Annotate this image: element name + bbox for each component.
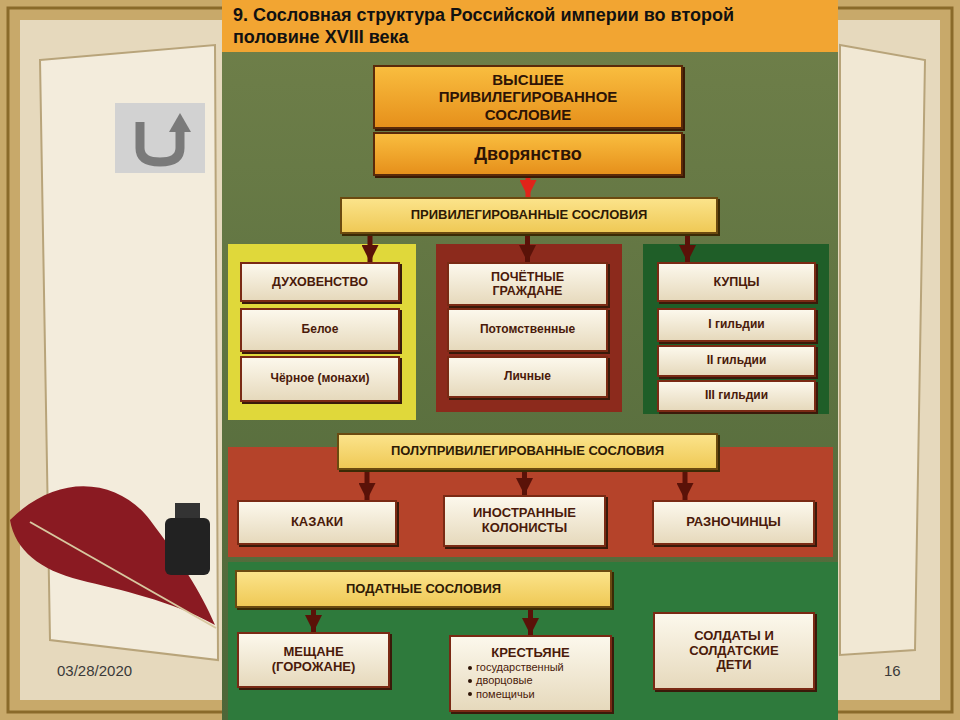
estate-box: МЕЩАНЕ (ГОРОЖАНЕ): [237, 632, 390, 688]
text-row: помещичьи: [468, 688, 593, 701]
text-row: ВЫСШЕЕ ПРИВИЛЕГИРОВАННОЕ СОСЛОВИЕ: [413, 71, 643, 123]
box-label: ДУХОВЕНСТВО: [272, 275, 368, 289]
slide-title: 9. Сословная структура Российской импери…: [233, 5, 803, 48]
list-item: государственный: [476, 661, 564, 674]
box-label: КУПЦЫ: [713, 275, 759, 289]
old-paper: [840, 45, 925, 655]
bullet-dot: [468, 692, 472, 696]
slide-date: 03/28/2020: [57, 662, 132, 679]
text-row: РАЗНОЧИНЦЫ: [686, 515, 781, 530]
box-label: II гильдии: [707, 354, 767, 368]
text-row: ПРИВИЛЕГИРОВАННЫЕ СОСЛОВИЯ: [411, 208, 648, 223]
estate-box: ВЫСШЕЕ ПРИВИЛЕГИРОВАННОЕ СОСЛОВИЕ: [373, 65, 683, 129]
box-label: МЕЩАНЕ (ГОРОЖАНЕ): [259, 645, 369, 675]
back-arrow-head: [169, 113, 191, 132]
text-row: Потомственные: [480, 323, 575, 337]
text-row: III гильдии: [705, 389, 768, 403]
estate-box: ПОЧЁТНЫЕ ГРАЖДАНЕ: [447, 262, 608, 306]
text-row: Дворянство: [474, 144, 581, 165]
box-label: ИНОСТРАННЫЕ КОЛОНИСТЫ: [457, 506, 592, 536]
text-row: ПОДАТНЫЕ СОСЛОВИЯ: [346, 582, 501, 597]
title-banner: [222, 0, 838, 52]
text-row: I гильдии: [708, 318, 764, 332]
text-row: КУПЦЫ: [713, 275, 759, 289]
estate-box: Белое: [240, 308, 400, 352]
text-row: дворцовые: [468, 674, 593, 687]
arrow-connector: [365, 470, 370, 500]
estate-box: Дворянство: [373, 132, 683, 176]
text-row: Личные: [504, 370, 551, 384]
box-label: ВЫСШЕЕ ПРИВИЛЕГИРОВАННОЕ СОСЛОВИЕ: [413, 71, 643, 123]
group-panel: [643, 244, 829, 414]
box-label: III гильдии: [705, 389, 768, 403]
arrow-connector: [525, 234, 530, 262]
text-row: МЕЩАНЕ (ГОРОЖАНЕ): [259, 645, 369, 675]
estate-box: ДУХОВЕНСТВО: [240, 262, 400, 302]
arrow-connector: [683, 470, 688, 500]
estate-box: ИНОСТРАННЫЕ КОЛОНИСТЫ: [443, 495, 606, 547]
box-label: КРЕСТЬЯНЕ: [491, 646, 570, 661]
text-row: Чёрное (монахи): [270, 372, 369, 386]
list-item: помещичьи: [476, 688, 535, 701]
arrow-connector: [368, 234, 373, 262]
box-label: РАЗНОЧИНЦЫ: [686, 515, 781, 530]
text-row: ПОЛУПРИВИЛЕГИРОВАННЫЕ СОСЛОВИЯ: [391, 444, 664, 459]
arrow-connector: [528, 608, 533, 635]
list-item: дворцовые: [476, 674, 533, 687]
estate-box: III гильдии: [657, 380, 816, 412]
group-header: ПОДАТНЫЕ СОСЛОВИЯ: [235, 570, 612, 608]
estate-box: КУПЦЫ: [657, 262, 816, 302]
box-label: Дворянство: [474, 144, 581, 165]
text-row: ПОЧЁТНЫЕ ГРАЖДАНЕ: [468, 270, 588, 299]
box-label: Чёрное (монахи): [270, 372, 369, 386]
text-row: ДУХОВЕНСТВО: [272, 275, 368, 289]
estate-box: КРЕСТЬЯНЕгосударственныйдворцовыепомещич…: [449, 635, 612, 712]
bullet-dot: [468, 679, 472, 683]
box-label: ПРИВИЛЕГИРОВАННЫЕ СОСЛОВИЯ: [411, 208, 648, 223]
text-row: СОЛДАТЫ И СОЛДАТСКИЕ ДЕТИ: [672, 629, 797, 674]
arrow-connector: [522, 470, 527, 495]
box-label: I гильдии: [708, 318, 764, 332]
arrow-connector: [311, 608, 316, 632]
box-label: ПОДАТНЫЕ СОСЛОВИЯ: [346, 582, 501, 597]
estate-box: СОЛДАТЫ И СОЛДАТСКИЕ ДЕТИ: [653, 612, 815, 690]
box-label: КАЗАКИ: [291, 515, 343, 530]
text-row: КАЗАКИ: [291, 515, 343, 530]
estate-box: I гильдии: [657, 308, 816, 342]
text-row: КРЕСТЬЯНЕ: [491, 646, 570, 661]
group-panel: [228, 244, 416, 420]
estate-box: КАЗАКИ: [237, 500, 397, 545]
estate-box: РАЗНОЧИНЦЫ: [652, 500, 815, 545]
estate-box: Чёрное (монахи): [240, 356, 400, 402]
arrow-connector: [685, 234, 690, 262]
box-label: СОЛДАТЫ И СОЛДАТСКИЕ ДЕТИ: [672, 629, 797, 674]
group-header: ПОЛУПРИВИЛЕГИРОВАННЫЕ СОСЛОВИЯ: [337, 433, 718, 470]
box-label: ПОЛУПРИВИЛЕГИРОВАННЫЕ СОСЛОВИЯ: [391, 444, 664, 459]
diagram-panel: [222, 0, 838, 720]
box-label: Белое: [302, 323, 339, 337]
slide-number: 16: [884, 662, 901, 679]
quill: [10, 486, 215, 625]
group-panel: [228, 562, 838, 720]
text-row: II гильдии: [707, 354, 767, 368]
box-label: ПОЧЁТНЫЕ ГРАЖДАНЕ: [468, 270, 588, 299]
arrow-connector: [526, 176, 531, 197]
text-row: государственный: [468, 661, 593, 674]
group-panel: [436, 244, 622, 412]
estate-box: Потомственные: [447, 308, 608, 352]
group-header: ПРИВИЛЕГИРОВАННЫЕ СОСЛОВИЯ: [340, 197, 718, 234]
estate-box: II гильдии: [657, 345, 816, 377]
box-label: Личные: [504, 370, 551, 384]
box-label: Потомственные: [480, 323, 575, 337]
back-button: [115, 103, 205, 173]
ink-bottle: [165, 518, 210, 575]
text-row: ИНОСТРАННЫЕ КОЛОНИСТЫ: [457, 506, 592, 536]
bullet-dot: [468, 666, 472, 670]
text-row: Белое: [302, 323, 339, 337]
estate-box: Личные: [447, 356, 608, 398]
